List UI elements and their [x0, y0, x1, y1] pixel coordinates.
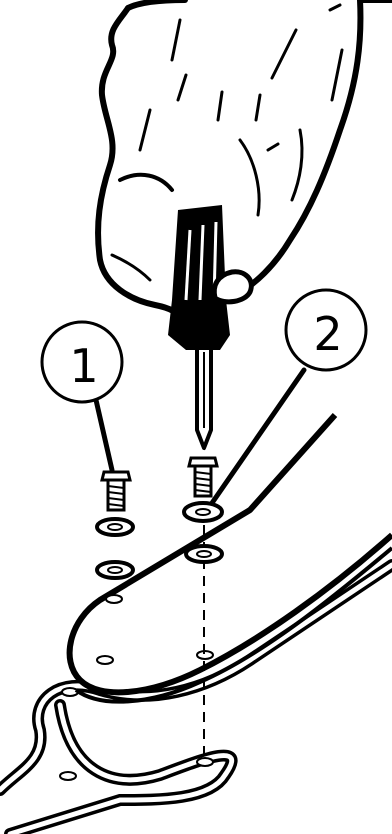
hand: [98, 0, 392, 320]
washer-left-lower: [97, 562, 133, 578]
screwdriver: [168, 205, 230, 448]
washer-right-upper: [184, 503, 222, 521]
screw-right: [189, 458, 217, 496]
bracket-hole: [60, 772, 76, 780]
plate-hole: [97, 656, 113, 664]
callout-2-label: 2: [313, 307, 342, 361]
callout-1-leader: [96, 400, 112, 470]
callout-1: 1: [42, 322, 122, 470]
washer-left-upper: [97, 519, 133, 535]
callout-1-label: 1: [69, 339, 98, 393]
screw-left: [102, 472, 130, 510]
washer-right-lower: [186, 546, 222, 562]
mounting-plate: [70, 415, 392, 702]
bracket-hole: [197, 758, 213, 766]
plate-hole: [106, 595, 122, 603]
